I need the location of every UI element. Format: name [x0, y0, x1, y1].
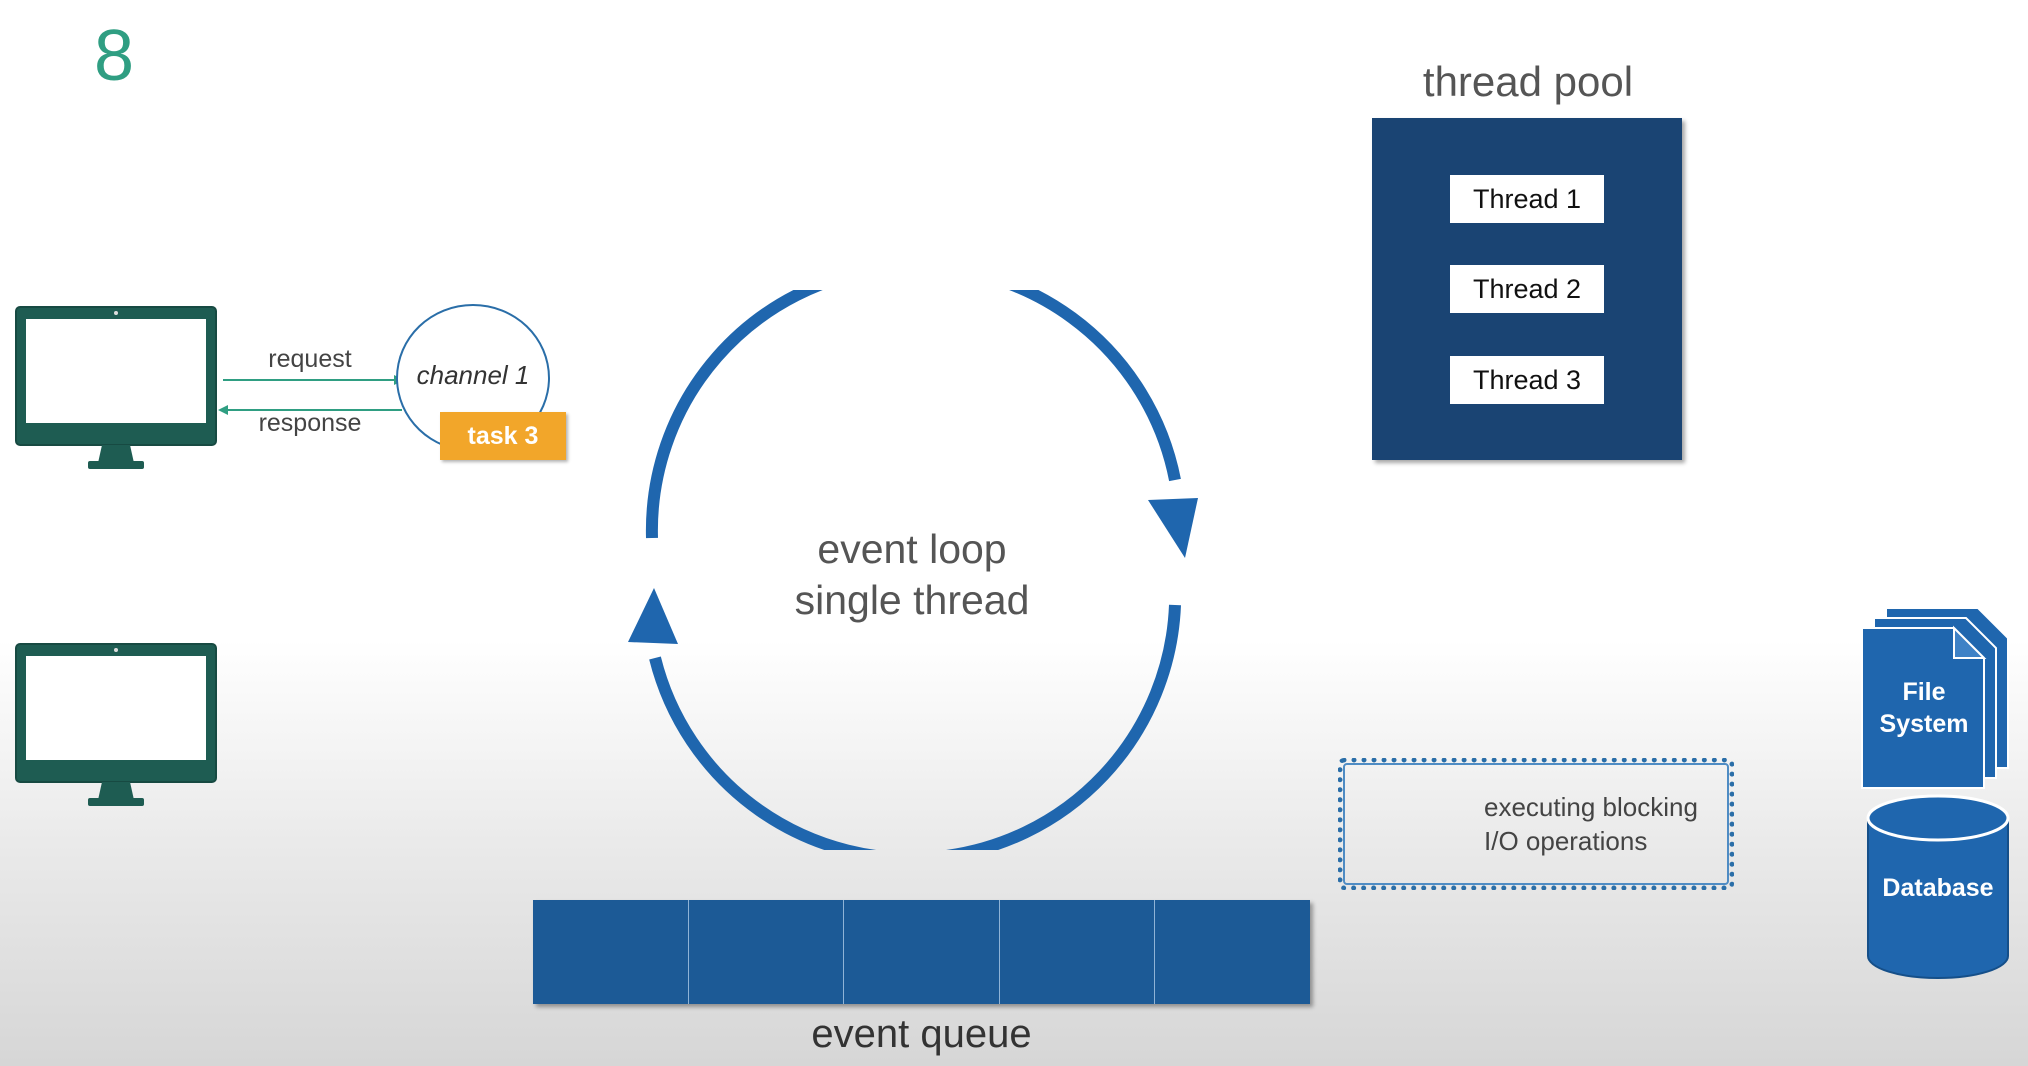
channel-label: channel 1	[416, 360, 530, 390]
thread-pool-box: Thread 1 Thread 2 Thread 3	[1372, 118, 1682, 460]
thread-2: Thread 2	[1450, 265, 1604, 313]
monitor-icon	[15, 643, 217, 806]
monitor-icon	[15, 306, 217, 469]
thread-1: Thread 1	[1450, 175, 1604, 223]
slide-number: 8	[94, 16, 135, 96]
queue-slot	[998, 900, 1155, 1004]
task-badge: task 3	[440, 412, 566, 460]
file-system-icon	[1861, 607, 2009, 789]
thread-pool-title: thread pool	[1422, 58, 1634, 105]
event-loop-label: event loop	[817, 526, 1007, 572]
database-label: Database	[1882, 874, 1994, 902]
event-queue-label: event queue	[811, 1012, 1032, 1056]
file-system-label-line1: File	[1902, 678, 1946, 706]
blocking-io-label-line1: executing blocking	[1484, 792, 1698, 822]
single-thread-label: single thread	[794, 577, 1030, 623]
queue-slot	[687, 900, 844, 1004]
blocking-io-box	[1338, 758, 1734, 890]
event-queue	[533, 900, 1310, 1004]
blocking-io-label-line2: I/O operations	[1484, 826, 1648, 856]
queue-slot	[1154, 900, 1310, 1004]
queue-slot	[843, 900, 999, 1004]
event-loop-arrows	[628, 290, 1198, 850]
queue-slot	[533, 900, 688, 1004]
request-label: request	[268, 345, 352, 373]
thread-3: Thread 3	[1450, 356, 1604, 404]
database-icon	[1866, 794, 2010, 979]
file-system-label-line2: System	[1879, 710, 1969, 738]
response-label: response	[258, 409, 362, 437]
